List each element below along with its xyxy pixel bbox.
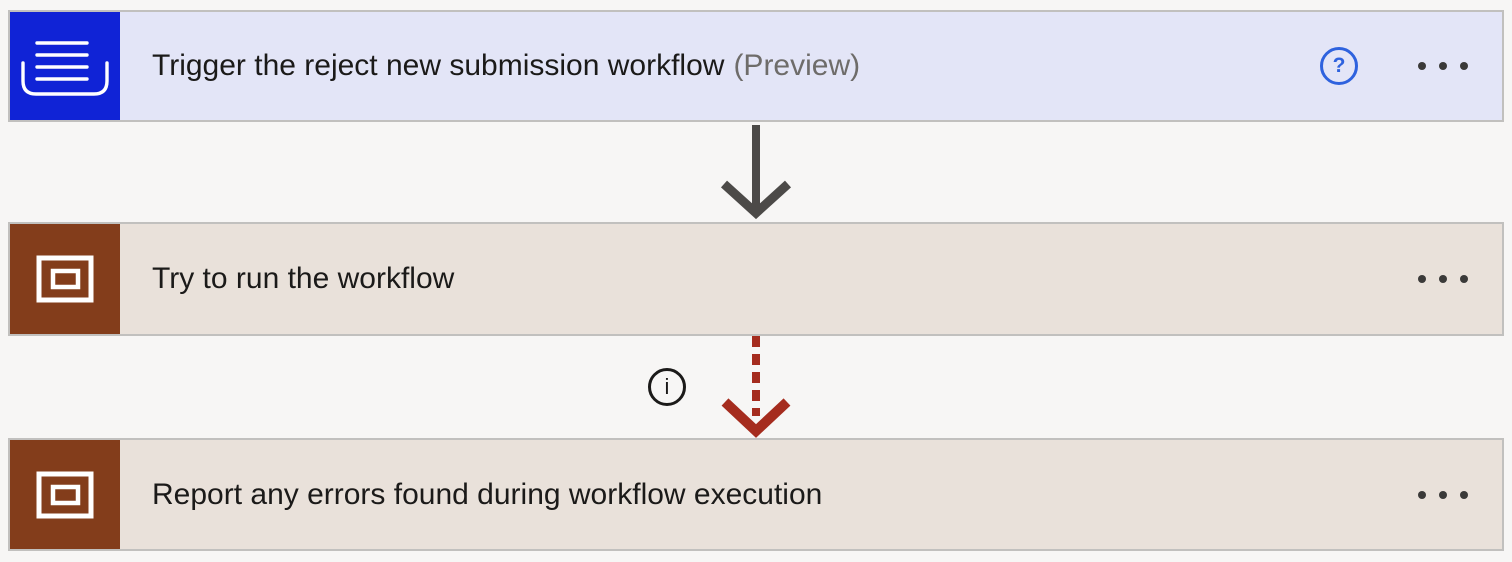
nested-rectangles-icon bbox=[36, 471, 94, 518]
trigger-icon-tile bbox=[10, 12, 120, 120]
scope-icon-tile bbox=[10, 224, 120, 334]
action-card-trigger[interactable]: Trigger the reject new submission workfl… bbox=[8, 10, 1504, 122]
card-actions: ? bbox=[1320, 47, 1502, 85]
card-title: Trigger the reject new submission workfl… bbox=[152, 48, 860, 84]
more-options-button[interactable] bbox=[1416, 267, 1470, 291]
card-title: Report any errors found during workflow … bbox=[152, 477, 822, 513]
ellipsis-icon bbox=[1418, 490, 1426, 499]
inbox-lines-icon bbox=[21, 41, 109, 96]
connector-arrow-down bbox=[720, 125, 792, 220]
action-card-report-scope[interactable]: Report any errors found during workflow … bbox=[8, 438, 1504, 551]
ellipsis-icon bbox=[1418, 275, 1426, 283]
card-title-text: Report any errors found during workflow … bbox=[152, 477, 823, 511]
card-title: Try to run the workflow bbox=[152, 261, 454, 297]
card-title-text: Try to run the workflow bbox=[152, 262, 455, 295]
ellipsis-icon bbox=[1460, 62, 1468, 70]
info-circle-icon[interactable]: i bbox=[648, 368, 686, 406]
question-glyph: ? bbox=[1332, 54, 1346, 77]
help-button[interactable]: ? bbox=[1320, 47, 1358, 85]
ellipsis-icon bbox=[1439, 62, 1447, 70]
scope-icon-tile bbox=[10, 440, 120, 549]
preview-badge: (Preview) bbox=[733, 49, 861, 82]
card-title-text: Trigger the reject new submission workfl… bbox=[152, 49, 725, 82]
ellipsis-icon bbox=[1439, 490, 1447, 499]
nested-rectangles-icon bbox=[36, 255, 94, 303]
info-glyph: i bbox=[664, 374, 670, 399]
ellipsis-icon bbox=[1460, 490, 1468, 499]
action-card-try-scope[interactable]: Try to run the workflow bbox=[8, 222, 1504, 336]
ellipsis-icon bbox=[1418, 62, 1426, 70]
connector-arrow-dashed bbox=[721, 336, 791, 438]
ellipsis-icon bbox=[1439, 275, 1447, 283]
more-options-button[interactable] bbox=[1416, 54, 1470, 78]
card-actions bbox=[1416, 267, 1502, 291]
more-options-button[interactable] bbox=[1416, 483, 1470, 507]
ellipsis-icon bbox=[1460, 275, 1468, 283]
card-actions bbox=[1416, 483, 1502, 507]
